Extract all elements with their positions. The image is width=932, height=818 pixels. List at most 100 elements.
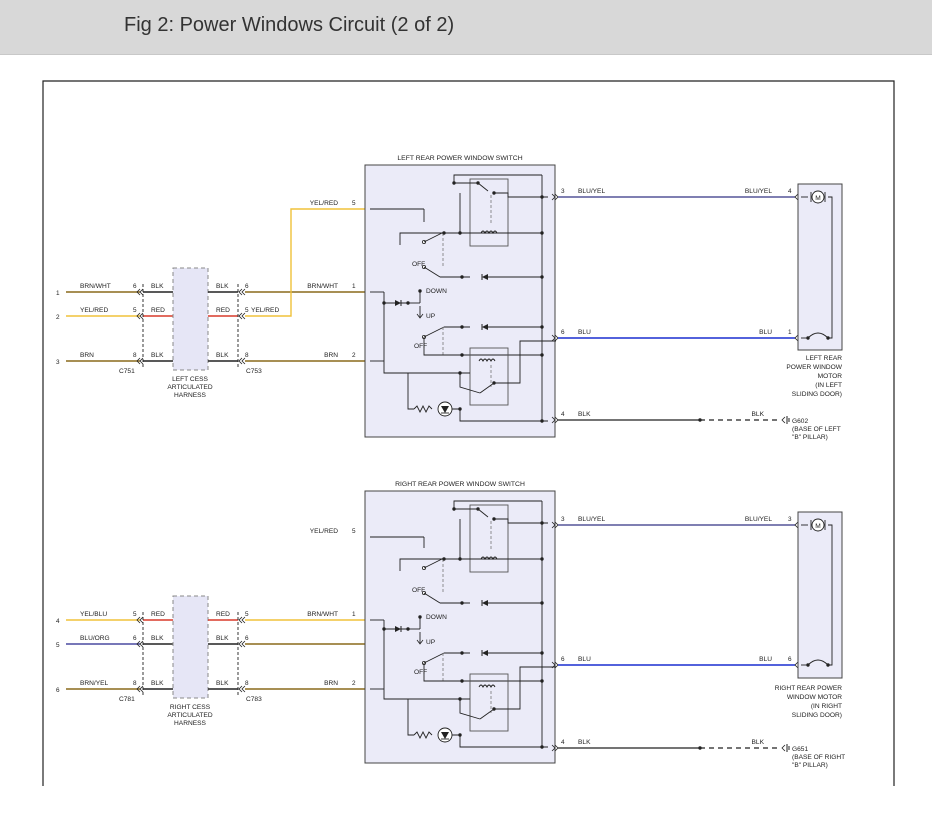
pin-number: 8 [133, 352, 137, 359]
junction-dot [458, 371, 462, 375]
junction-dot [460, 651, 464, 655]
junction-dot [540, 353, 544, 357]
junction-dot [382, 627, 386, 631]
junction-dot [476, 181, 480, 185]
wire-color-label: YEL/RED [310, 200, 338, 207]
wire-color-label: BLK [578, 739, 591, 746]
switch-label-off: OFF [414, 343, 427, 350]
wire-color-label: BRN [324, 680, 338, 687]
connector-icon [551, 193, 556, 201]
diode-triangle [482, 600, 488, 606]
harness-label: RIGHT CESS [170, 704, 211, 711]
relay-coil [478, 358, 496, 363]
internal-wire [453, 174, 542, 183]
connector-icon [238, 685, 243, 693]
connector-icon [551, 334, 556, 342]
internal-wire [494, 518, 548, 524]
motor-glyph: M [815, 523, 821, 530]
connector-icon [241, 640, 246, 648]
switch-title: LEFT REAR POWER WINDOW SWITCH [397, 155, 522, 162]
switch-label-up: UP [426, 313, 436, 320]
wire-color-label: BLU/YEL [745, 516, 772, 523]
connector-icon [781, 744, 786, 752]
ground-location-label: (BASE OF LEFT [792, 426, 841, 433]
wire-color-label: BRN/WHT [307, 283, 338, 290]
wire-color-label: BLK [151, 352, 164, 359]
connector-icon [139, 288, 144, 296]
pin-number: 1 [352, 283, 356, 290]
cess-harness-box [172, 595, 209, 699]
internal-wire [459, 373, 481, 394]
wire-color-label: BLK [216, 680, 229, 687]
relay-icon [469, 504, 509, 573]
wire-color-label: RED [151, 611, 165, 618]
switch-title: RIGHT REAR POWER WINDOW SWITCH [395, 481, 525, 488]
resistor-icon [413, 730, 433, 740]
connector-icon [794, 334, 799, 342]
connector-icon [238, 288, 243, 296]
internal-wire [494, 666, 556, 710]
wire-color-label: BLU [578, 329, 591, 336]
ground-icon [786, 416, 790, 424]
connector-icon [136, 616, 141, 624]
connector-icon [551, 661, 556, 669]
junction-dot [442, 231, 446, 235]
ground-location-label: "B" PILLAR) [792, 434, 828, 441]
relay-coil [478, 684, 496, 689]
wire-color-label: BLK [151, 680, 164, 687]
junction-dot [458, 407, 462, 411]
diode-triangle [482, 274, 488, 280]
internal-wire [828, 524, 833, 666]
wire-color-label: BLK [216, 283, 229, 290]
junction-dot [806, 663, 810, 667]
junction-dot [540, 325, 544, 329]
connector-icon [241, 288, 246, 296]
connector-icon [794, 193, 799, 201]
wire-color-label: BLU/YEL [578, 188, 605, 195]
connector-icon [241, 357, 246, 365]
circuit-number: 4 [56, 618, 60, 625]
motor-glyph: M [815, 195, 821, 202]
connector-icon [139, 685, 144, 693]
wire-color-label: RED [151, 307, 165, 314]
ground-id: G651 [792, 746, 808, 753]
wire-color-label: YEL/RED [310, 528, 338, 535]
junction-dot [540, 679, 544, 683]
junction-dot [540, 419, 544, 423]
resistor-icon [413, 404, 433, 414]
switch-label-up: UP [426, 639, 436, 646]
connector-icon [238, 357, 243, 365]
diode-triangle [395, 300, 401, 306]
wire-color-label: BRN/WHT [307, 611, 338, 618]
motor-label: POWER WINDOW [786, 364, 842, 371]
figure-header: Fig 2: Power Windows Circuit (2 of 2) [0, 0, 932, 55]
internal-wire [828, 196, 833, 339]
circuit-number: 5 [56, 642, 60, 649]
pin-number: 4 [561, 739, 565, 746]
wire-color-label: BLK [216, 635, 229, 642]
ground-id: G602 [792, 418, 808, 425]
internal-wire [407, 699, 414, 736]
window-motor-box [797, 511, 843, 679]
motor-label: SLIDING DOOR) [792, 712, 842, 719]
circuit-number: 1 [56, 290, 60, 297]
pin-number: 8 [133, 680, 137, 687]
switch-lever [423, 326, 445, 338]
junction-dot [492, 707, 496, 711]
junction-dot [540, 195, 544, 199]
junction-dot [540, 601, 544, 605]
junction-dot [442, 557, 446, 561]
motor-label: WINDOW MOTOR [787, 694, 842, 701]
pin-number: 6 [245, 283, 249, 290]
harness-label: HARNESS [174, 392, 206, 399]
relay-contact [479, 708, 495, 720]
junction-dot [540, 521, 544, 525]
harness-label: HARNESS [174, 720, 206, 727]
connector-icon [551, 416, 556, 424]
pin-number: 2 [352, 352, 356, 359]
wire-color-label: BLK [578, 411, 591, 418]
internal-wire [399, 193, 461, 245]
wire-color-label: BLU [578, 656, 591, 663]
junction-dot [540, 745, 544, 749]
